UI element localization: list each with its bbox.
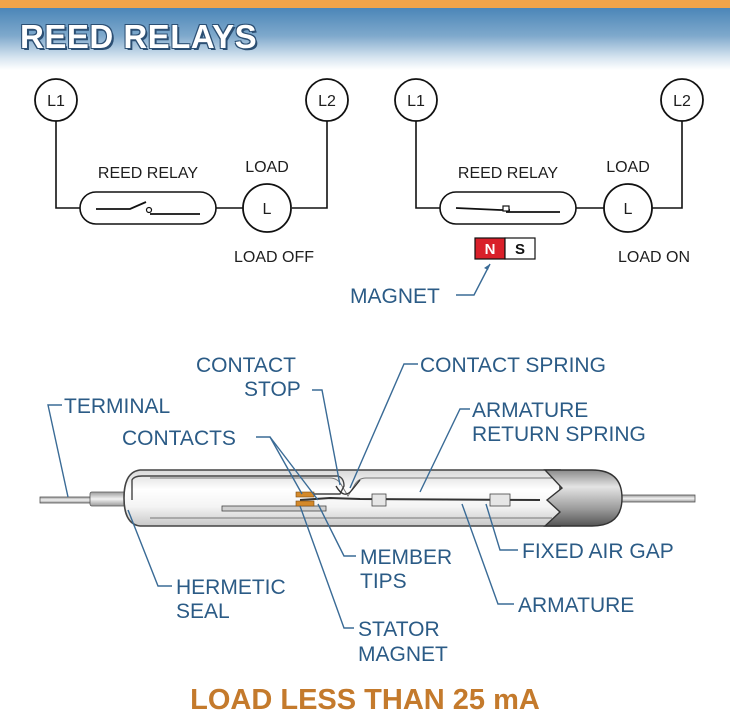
wire-left-on [415,121,440,209]
fixed-air-gap-leader [485,503,518,551]
load-label-on: LOAD [606,159,650,176]
reed-relay-label-on: REED RELAY [458,165,559,182]
terminal-right [614,494,696,503]
reed-relay-capsule-on [439,191,577,225]
magnet: N S [474,237,536,260]
magnet-north: N [485,241,496,258]
stator-magnet-leader [299,505,354,629]
spring-clip-2 [489,493,511,507]
armature-label: ARMATURE [518,594,634,617]
terminal-left [39,496,93,504]
load-node-on: L [603,183,653,233]
armature-return-label-1: ARMATURE [472,399,588,422]
member-tips-label-1: MEMBER [360,546,452,569]
armature-return-leader [419,408,470,493]
accent-bar [0,0,730,8]
load-node: L [242,183,292,233]
load-symbol-on: L [624,201,633,218]
armature-leader [461,503,514,605]
contact-stop-leader [312,389,341,486]
l2-node: L2 [305,78,349,122]
armature-return-label-2: RETURN SPRING [472,423,646,446]
reed-relay-label: REED RELAY [98,165,199,182]
spring-clip-1 [371,493,387,507]
wire-left [55,121,80,209]
cutaway-leaders [47,363,518,629]
load-label: LOAD [245,159,289,176]
header-banner: REED RELAYS [0,8,730,70]
cutaway-labels: CONTACT STOP CONTACT SPRING TERMINAL ARM… [64,354,674,666]
wire-right-on [652,121,683,209]
fixed-air-gap-label: FIXED AIR GAP [522,540,674,563]
contact-upper [295,491,315,498]
stator-magnet-label-1: STATOR [358,618,440,641]
reed-relay-capsule [79,191,217,225]
armature-reed [299,496,541,501]
end-cap [543,469,623,527]
l2-label: L2 [318,93,336,110]
hermetic-seal-label-1: HERMETIC [176,576,286,599]
load-on-state: LOAD ON [618,249,690,266]
wire-right [292,121,328,209]
l2-node-on: L2 [660,78,704,122]
magnet-label: MAGNET [350,285,440,308]
contacts-label: CONTACTS [122,427,236,450]
load-symbol: L [263,201,272,218]
l1-label: L1 [47,93,65,110]
member-tips-label-2: TIPS [360,570,407,593]
l2-label-on: L2 [673,93,691,110]
contact-lower [295,500,315,507]
load-off-state: LOAD OFF [234,249,314,266]
page-title: REED RELAYS [20,18,258,55]
stator-magnet-label-2: MAGNET [358,643,448,666]
circuit-load-off: L1 L2 REED RELAY LOAD L LOAD OFF [34,78,349,266]
footer-note: LOAD LESS THAN 25 mA [190,684,540,716]
l1-node-on: L1 [394,78,438,122]
magnet-leader-arrow [484,264,490,270]
contact-stop-label-2: STOP [244,378,301,401]
reed-relay-cutaway [39,469,696,527]
contact-stop-label-1: CONTACT [196,354,296,377]
contact-spring-leader [349,363,418,489]
circuit-load-on: L1 L2 REED RELAY LOAD L LOAD ON [350,78,704,308]
contacts-leader-2 [269,436,319,501]
stator-reed [221,505,327,512]
terminal-leader [47,404,69,498]
contact-spring-label: CONTACT SPRING [420,354,606,377]
magnet-leader [456,263,491,296]
l1-label-on: L1 [407,93,425,110]
l1-node: L1 [34,78,78,122]
hermetic-seal-label-2: SEAL [176,600,230,623]
reed-relay-diagram: L1 L2 REED RELAY LOAD L LOAD OFF [34,78,704,666]
magnet-south: S [515,241,525,258]
member-tips-leader [317,503,356,557]
contact-spring [335,479,361,495]
hermetic-seal-leader [127,509,172,587]
terminal-label: TERMINAL [64,395,170,418]
envelope-inner [150,477,552,497]
